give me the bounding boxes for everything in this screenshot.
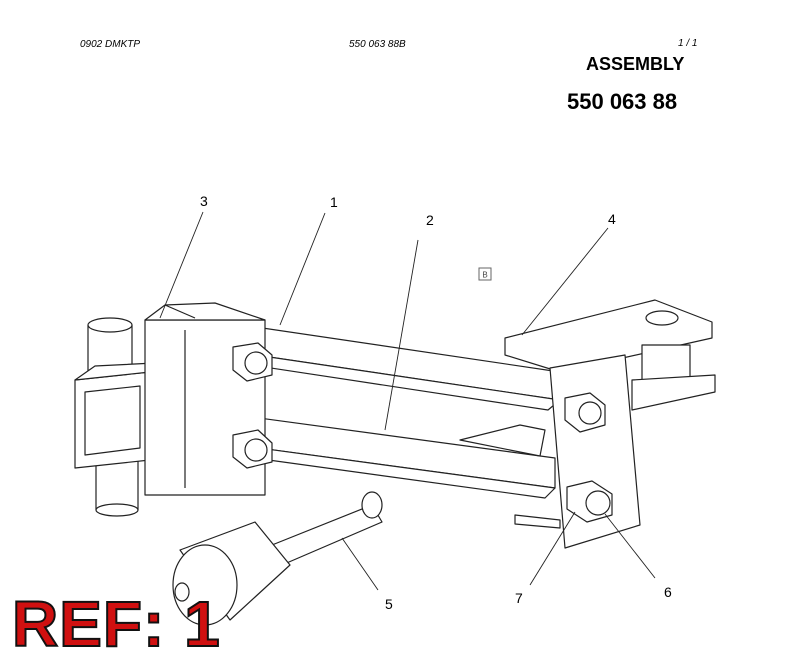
header-page-number: 1 / 1 [678,38,698,49]
header-center-code: 550 063 88B [349,39,406,50]
callout-4: 4 [608,211,616,227]
svg-text:B: B [482,271,487,280]
right-lower-bolt [566,480,613,523]
header-left-code: 0902 DMKTP [80,39,141,50]
callout-6: 6 [664,584,672,600]
threaded-rod [271,491,383,566]
callout-5: 5 [385,596,393,612]
assembly-title: ASSEMBLY [586,54,685,74]
callout-3: 3 [200,193,208,209]
leader-lines [159,211,656,591]
callout-7: 7 [515,590,523,606]
callout-2: 2 [426,212,434,228]
knob [172,521,291,626]
right-top-plate [504,299,713,373]
left-upper-bolt [232,342,273,382]
right-upper-bolt [564,392,606,433]
ref-label: REF: 1 [11,588,221,660]
marker-b: B [478,267,492,281]
assembly-number: 550 063 88 [567,89,678,114]
left-lower-bolt [232,429,273,469]
right-post [631,344,716,411]
callout-1: 1 [330,194,338,210]
